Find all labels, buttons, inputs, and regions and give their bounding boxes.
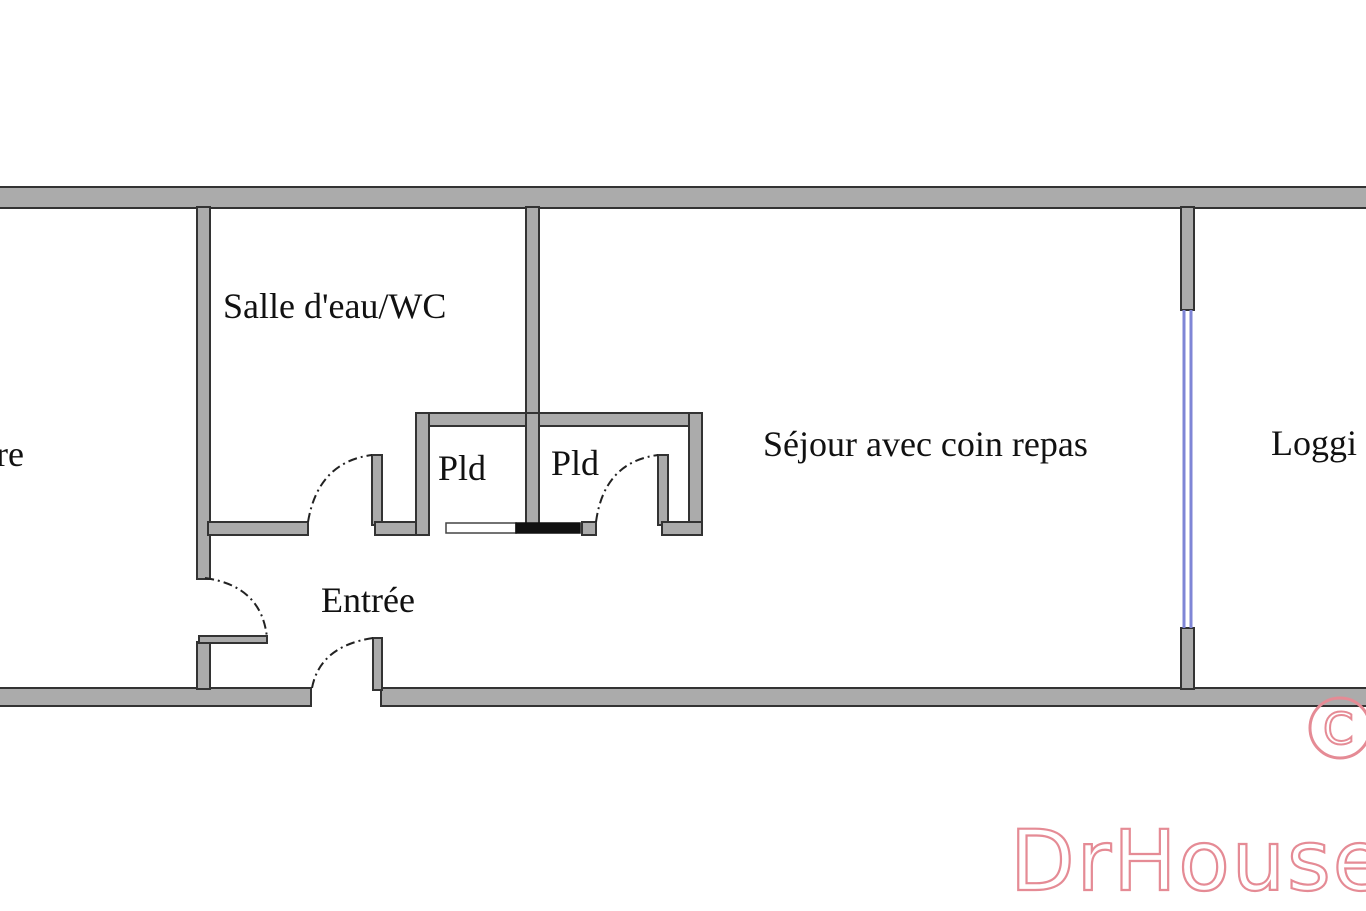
bottom-exterior-wall-right (380, 687, 1366, 707)
closet-divider-wall (525, 412, 540, 526)
closet-top-wall (415, 412, 703, 427)
copyright-letter: C (1323, 704, 1354, 755)
closet-left-wall (415, 412, 430, 536)
watermark: C DrHouse (1009, 696, 1366, 911)
closet-2-sill (515, 522, 581, 534)
door-stub-bedroom (198, 635, 268, 644)
entrance-door-jamb (372, 637, 383, 691)
door-jamb-bath (371, 454, 383, 526)
room-label-closet-1: Pld (438, 448, 486, 488)
copyright-circle (1308, 696, 1366, 760)
bathroom-door-swing (307, 454, 373, 523)
room-labels: re Salle d'eau/WC Pld Pld Séjour avec co… (0, 286, 1357, 620)
wall-bedroom-entrance-lower (196, 641, 211, 690)
top-exterior-wall (0, 186, 1366, 209)
room-label-closet-2: Pld (551, 443, 599, 483)
room-label-entrance: Entrée (321, 580, 415, 620)
door-swings (204, 454, 659, 689)
bedroom-door-swing (204, 577, 268, 639)
watermark-brand-text: DrHouse (1010, 812, 1366, 910)
closet-bottom-right (661, 521, 703, 536)
wall-bath-right (525, 206, 540, 416)
room-label-living: Séjour avec coin repas (763, 424, 1088, 464)
wall-living-loggia-top (1180, 206, 1195, 311)
wall-living-loggia-bottom (1180, 627, 1195, 690)
room-label-loggia: Loggi (1271, 423, 1357, 463)
wall-bath-bottom-left (207, 521, 309, 536)
closet-door-jamb (657, 454, 669, 526)
closet-1-sill (445, 522, 517, 534)
entrance-door-swing (311, 637, 374, 689)
exterior-walls (0, 186, 1366, 707)
bottom-exterior-wall-left (0, 687, 312, 707)
interior-walls (196, 206, 1195, 691)
loggia-window (1182, 310, 1193, 628)
room-label-bedroom: re (0, 434, 24, 474)
closet-bottom-mid (581, 521, 597, 536)
closet-right-wall (688, 412, 703, 536)
closet-door-swing (595, 454, 659, 523)
wall-bedroom-bath (196, 206, 211, 580)
room-label-bathroom: Salle d'eau/WC (223, 286, 446, 326)
